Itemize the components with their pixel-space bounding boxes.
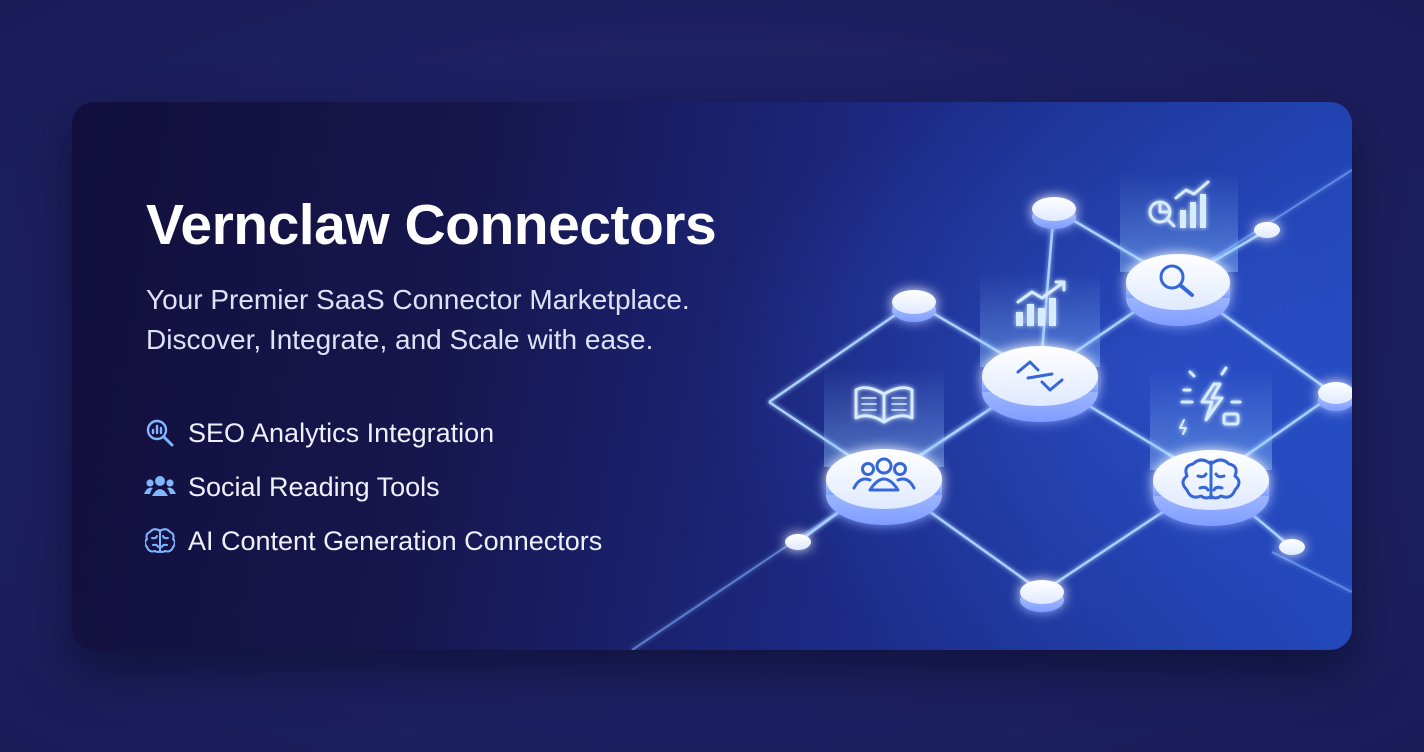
network-node-small bbox=[1279, 539, 1305, 555]
hub-link bbox=[982, 346, 1098, 422]
connector-network-illustration bbox=[592, 102, 1352, 650]
feature-item-social: Social Reading Tools bbox=[144, 460, 602, 514]
search-analytics-icon bbox=[144, 417, 176, 449]
hero-subtitle: Your Premier SaaS Connector Marketplace.… bbox=[146, 280, 806, 360]
feature-item-seo: SEO Analytics Integration bbox=[144, 406, 602, 460]
analytics-chart-icon bbox=[1148, 180, 1210, 228]
hero-banner: Vernclaw Connectors Your Premier SaaS Co… bbox=[72, 102, 1352, 650]
bar-chart-up-icon bbox=[1016, 280, 1066, 326]
magnifier-icon bbox=[1159, 264, 1194, 297]
users-icon bbox=[144, 471, 176, 503]
brain-icon bbox=[1181, 458, 1241, 500]
feature-list: SEO Analytics Integration Social Reading… bbox=[144, 406, 602, 568]
hub-search bbox=[1126, 254, 1230, 326]
feature-item-ai: AI Content Generation Connectors bbox=[144, 514, 602, 568]
network-node-small bbox=[1020, 580, 1064, 612]
users-icon bbox=[852, 457, 916, 492]
subtitle-line: Your Premier SaaS Connector Marketplace. bbox=[146, 284, 690, 315]
network-node-small bbox=[1032, 197, 1076, 229]
brain-icon bbox=[144, 525, 176, 557]
page-title: Vernclaw Connectors bbox=[146, 193, 717, 257]
network-node-small bbox=[785, 534, 811, 550]
network-node-small bbox=[1254, 222, 1280, 238]
open-book-icon bbox=[854, 386, 914, 424]
network-node-small bbox=[892, 290, 936, 322]
network-node-small bbox=[1318, 382, 1352, 411]
feature-label: Social Reading Tools bbox=[188, 471, 440, 502]
subtitle-line: Discover, Integrate, and Scale with ease… bbox=[146, 324, 654, 355]
feature-label: AI Content Generation Connectors bbox=[188, 525, 603, 556]
lightning-icon bbox=[1179, 366, 1242, 435]
feature-label: SEO Analytics Integration bbox=[188, 417, 495, 448]
link-icon bbox=[1016, 360, 1064, 392]
